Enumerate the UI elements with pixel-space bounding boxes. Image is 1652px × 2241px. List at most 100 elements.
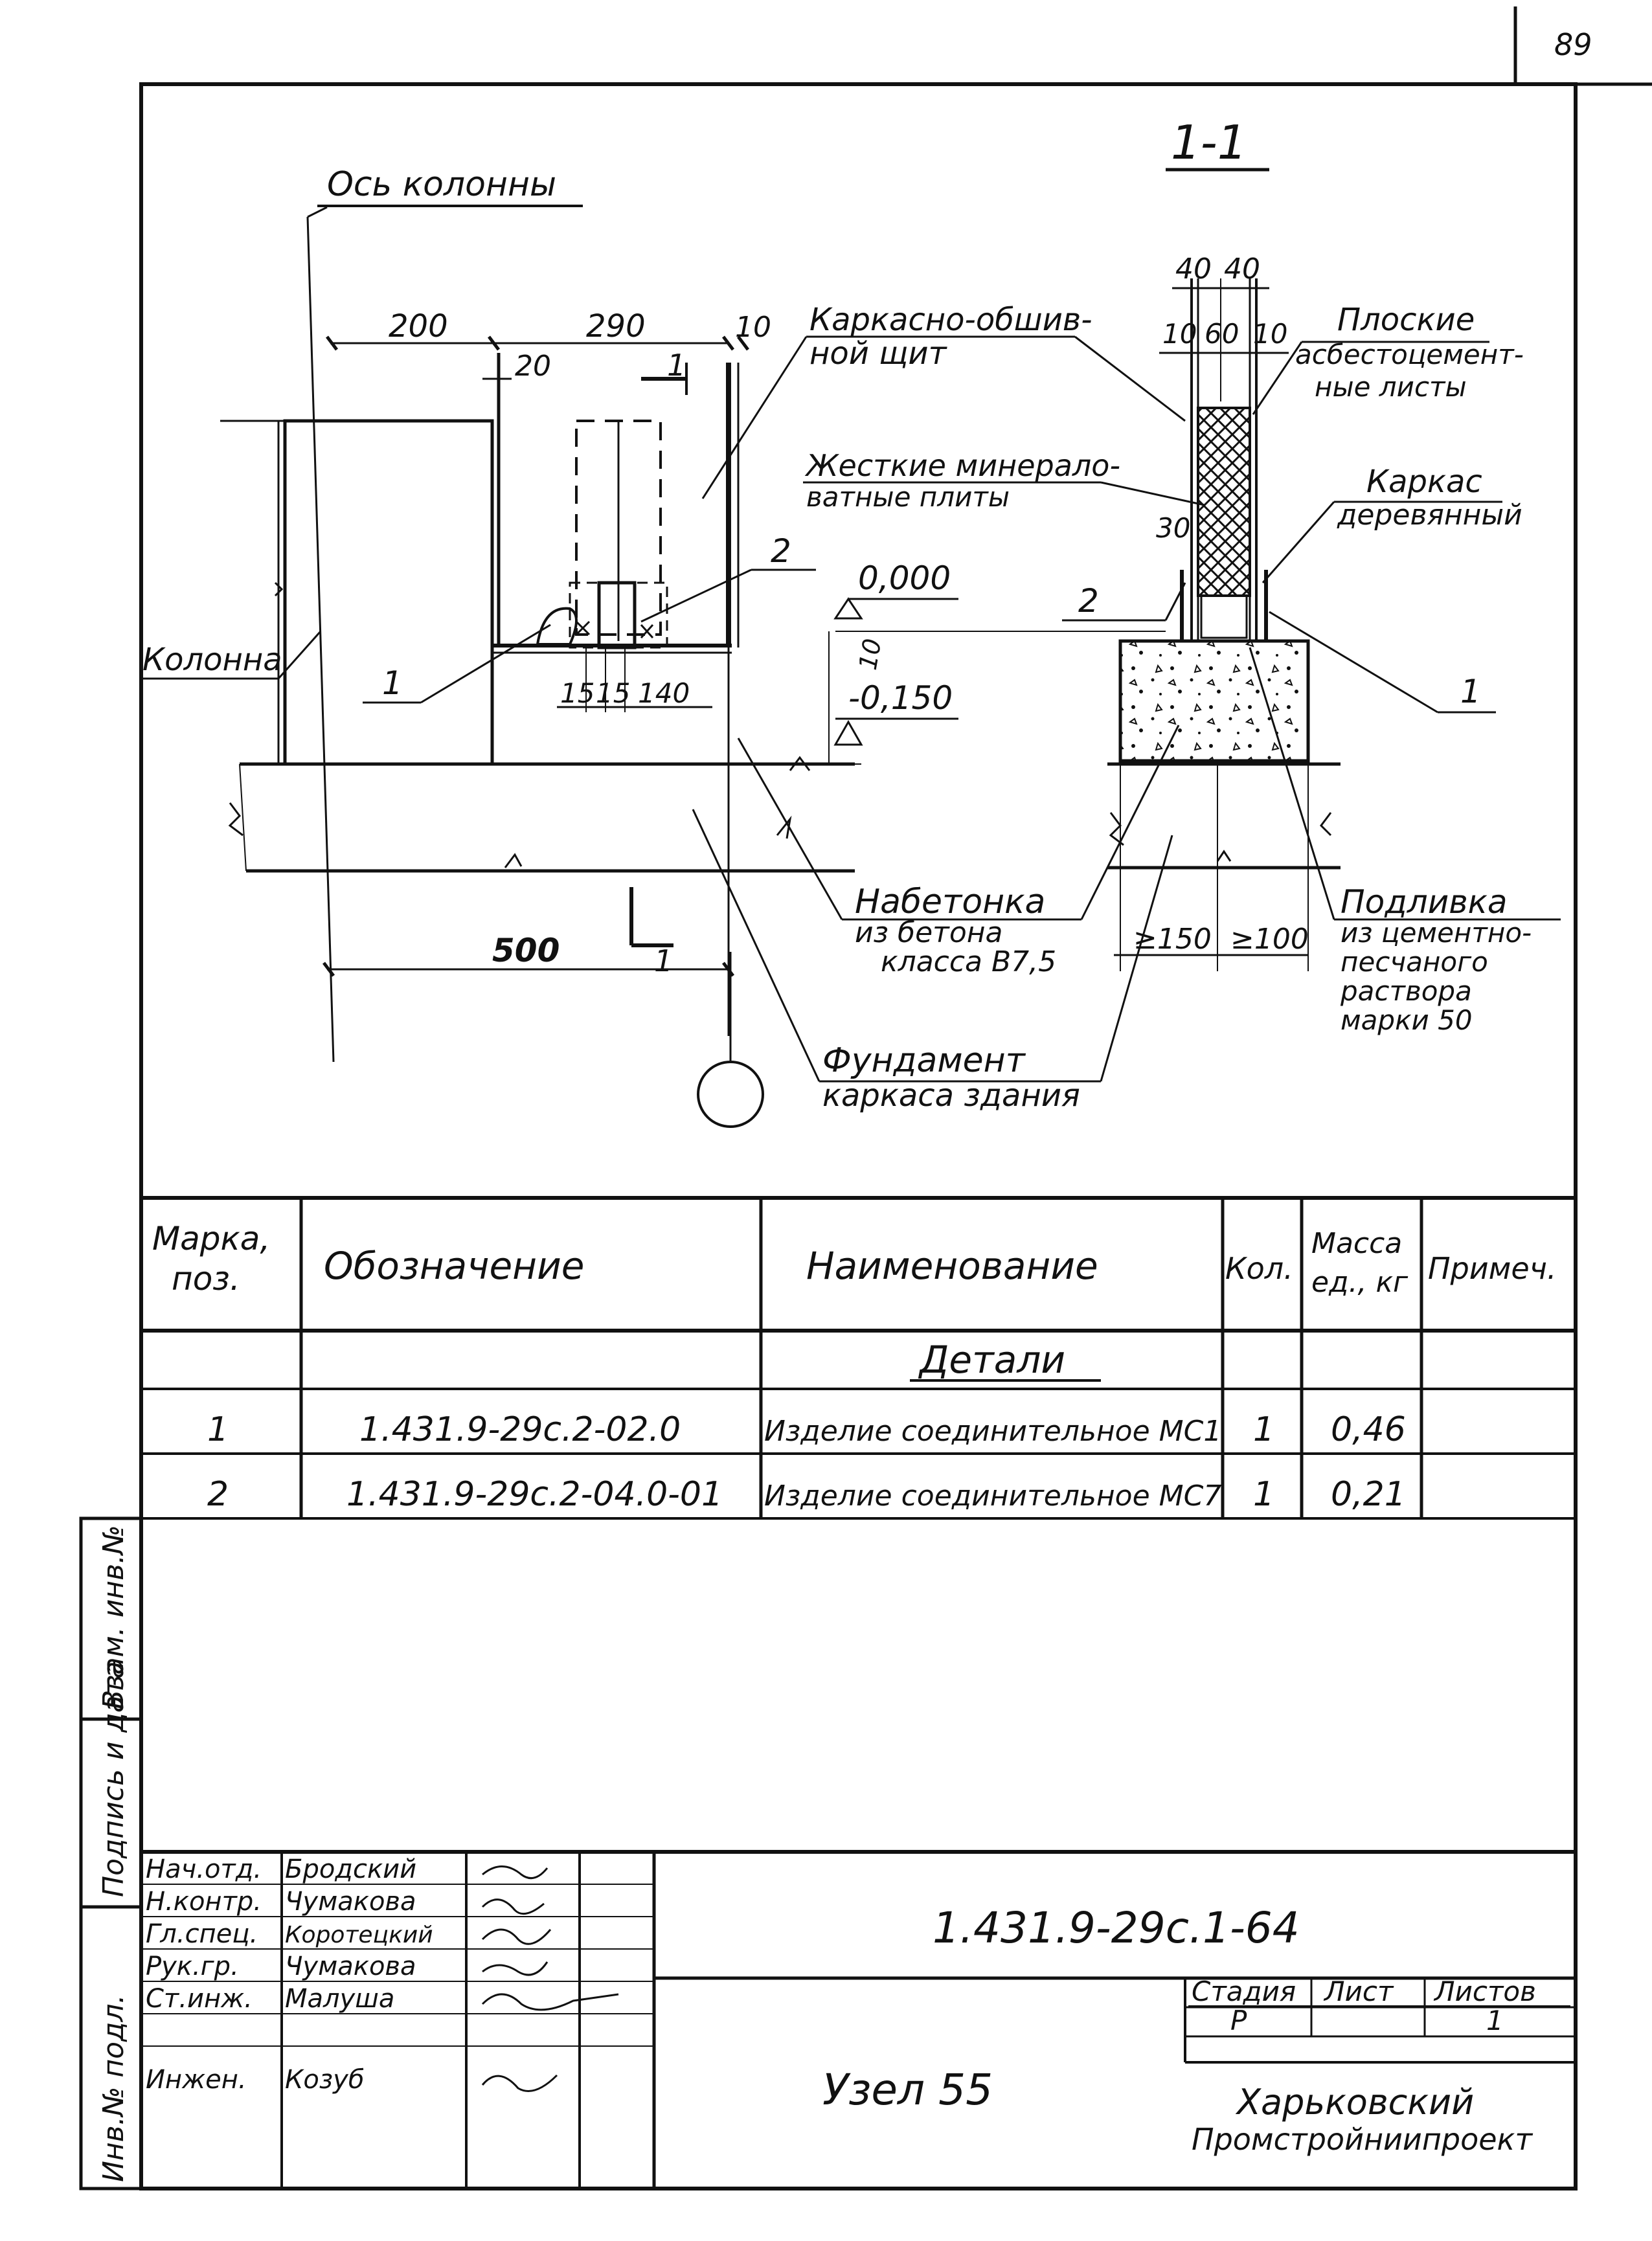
th-mass-1: Масса <box>1311 1227 1402 1260</box>
grout-label-4: раствора <box>1340 975 1472 1007</box>
grout-label-3: песчаного <box>1341 946 1488 978</box>
dim-15a: 15 <box>560 677 594 709</box>
stamp-signature-date: Подпись и дата <box>97 1661 130 1897</box>
pos-1-right: 1 <box>1460 673 1481 710</box>
th-name: Наименование <box>806 1244 1098 1288</box>
th-pos-2: поз. <box>172 1260 240 1298</box>
th-pos-1: Марка, <box>152 1220 270 1257</box>
name-1: Чумакова <box>285 1887 416 1917</box>
grout-label-1: Подливка <box>1341 883 1508 921</box>
dim-40a: 40 <box>1175 253 1212 286</box>
dim-10-top: 10 <box>735 311 771 344</box>
grout-label-5: марки 50 <box>1341 1004 1473 1036</box>
column-axis-label: Ось колонны <box>327 165 556 204</box>
dim-10b: 10 <box>1253 318 1287 350</box>
sheets-label: Листов <box>1433 1976 1536 2007</box>
wall-detail: 40 40 10 60 10 30 ≥150 ≥100 Плоские асбе… <box>692 253 1561 1114</box>
pos-2-right: 2 <box>1078 582 1099 620</box>
topping-label-3: класса В7,5 <box>881 945 1056 978</box>
dim-140: 140 <box>638 677 690 709</box>
section-drawing: 1-1 Ось колонны Колонна <box>142 115 1269 1128</box>
sheet-label: Лист <box>1323 1976 1394 2007</box>
section-label: 1-1 <box>1171 115 1247 170</box>
th-qty: Кол. <box>1225 1251 1293 1286</box>
insulation-hatch <box>1197 407 1251 597</box>
page-number: 89 <box>1554 27 1592 62</box>
dim-200: 200 <box>389 308 448 344</box>
concrete-topping-block <box>1118 639 1310 763</box>
org-line-1: Харьковский <box>1235 2082 1474 2123</box>
stage-value: Р <box>1230 2005 1247 2036</box>
level-zero: 0,000 <box>858 559 951 597</box>
axis-bubble <box>697 1061 764 1128</box>
section-mark-bottom: 1 <box>654 943 673 978</box>
panel-label-2: ной щит <box>809 335 948 372</box>
role-5: Инжен. <box>146 2065 247 2095</box>
row2-pos: 2 <box>207 1475 229 1514</box>
drawing-title: Узел 55 <box>822 2065 993 2115</box>
role-3: Рук.гр. <box>146 1952 239 1981</box>
panel-label-1: Каркасно-обшив- <box>809 302 1092 338</box>
name-4: Малуша <box>285 1984 394 2014</box>
row2-qty: 1 <box>1253 1475 1274 1514</box>
name-5: Козуб <box>285 2065 364 2095</box>
section-mark-top: 1 <box>667 348 686 383</box>
frame-label-2: деревянный <box>1337 499 1522 532</box>
row1-name: Изделие соединительное МС1 <box>764 1415 1221 1448</box>
row1-qty: 1 <box>1253 1410 1274 1449</box>
stamp-replace-inv: Взам. инв.№ <box>97 1525 130 1709</box>
column-label: Колонна <box>142 642 282 678</box>
name-2: Коротецкий <box>285 1922 433 1948</box>
dim-10-vert: 10 <box>854 636 887 672</box>
role-2: Гл.спец. <box>146 1919 258 1949</box>
role-1: Н.контр. <box>146 1887 262 1917</box>
th-designation: Обозначение <box>324 1244 584 1288</box>
grout-label-2: из цементно- <box>1341 917 1532 949</box>
spec-table: Марка, поз. Обозначение Наименование Кол… <box>141 1196 1576 1520</box>
row1-mass: 0,46 <box>1331 1410 1406 1449</box>
title-block: Нач.отд. Бродский Н.контр. Чумакова Гл.с… <box>141 1850 1576 2189</box>
dim-60: 60 <box>1205 318 1239 350</box>
stage-label: Стадия <box>1192 1976 1296 2007</box>
dim-500: 500 <box>492 932 560 969</box>
sheet-frame: 89 <box>139 6 1652 2190</box>
sheets-value: 1 <box>1486 2005 1504 2036</box>
stamp-inv-no: Инв.№ подл. <box>97 1994 130 2182</box>
row2-name: Изделие соединительное МС7 <box>764 1480 1221 1513</box>
role-0: Нач.отд. <box>146 1854 262 1884</box>
document-code: 1.431.9-29с.1-64 <box>933 1903 1300 1953</box>
topping-label-2: из бетона <box>855 916 1002 949</box>
row2-designation: 1.431.9-29с.2-04.0-01 <box>346 1475 723 1514</box>
row1-pos: 1 <box>207 1410 229 1449</box>
flat-sheets-label-3: ные листы <box>1315 371 1467 403</box>
dim-ge150: ≥150 <box>1133 923 1212 956</box>
name-3: Чумакова <box>285 1952 416 1981</box>
dim-20: 20 <box>515 350 551 383</box>
row1-designation: 1.431.9-29с.2-02.0 <box>359 1410 681 1449</box>
th-mass-2: ед., кг <box>1311 1266 1409 1299</box>
role-4: Ст.инж. <box>146 1984 253 2014</box>
mineral-wool-label-1: Жесткие минерало- <box>804 448 1120 483</box>
pos-2-left: 2 <box>771 532 791 570</box>
level-minus: -0,150 <box>848 679 953 717</box>
dim-ge100: ≥100 <box>1230 923 1309 956</box>
side-stamp: Инв.№ подл. Подпись и дата Взам. инв.№ <box>79 1516 143 2190</box>
name-0: Бродский <box>285 1854 416 1884</box>
flat-sheets-label-1: Плоские <box>1337 302 1475 338</box>
foundation-label-2: каркаса здания <box>822 1077 1080 1114</box>
org-line-2: Промстройниипроект <box>1192 2122 1533 2157</box>
topping-label-1: Набетонка <box>855 883 1045 921</box>
signatures <box>481 1865 619 2092</box>
dim-290: 290 <box>586 308 646 344</box>
th-note: Примеч. <box>1428 1251 1557 1286</box>
flat-sheets-label-2: асбестоцемент- <box>1295 339 1524 370</box>
section-title-details: Детали <box>918 1338 1065 1382</box>
frame-label-1: Каркас <box>1366 464 1482 500</box>
dim-40b: 40 <box>1224 253 1260 286</box>
foundation-label-1: Фундамент <box>822 1041 1026 1080</box>
pos-1-left: 1 <box>382 664 403 702</box>
row2-mass: 0,21 <box>1331 1475 1406 1514</box>
mineral-wool-label-2: ватные плиты <box>806 481 1010 513</box>
dim-30: 30 <box>1156 512 1190 544</box>
